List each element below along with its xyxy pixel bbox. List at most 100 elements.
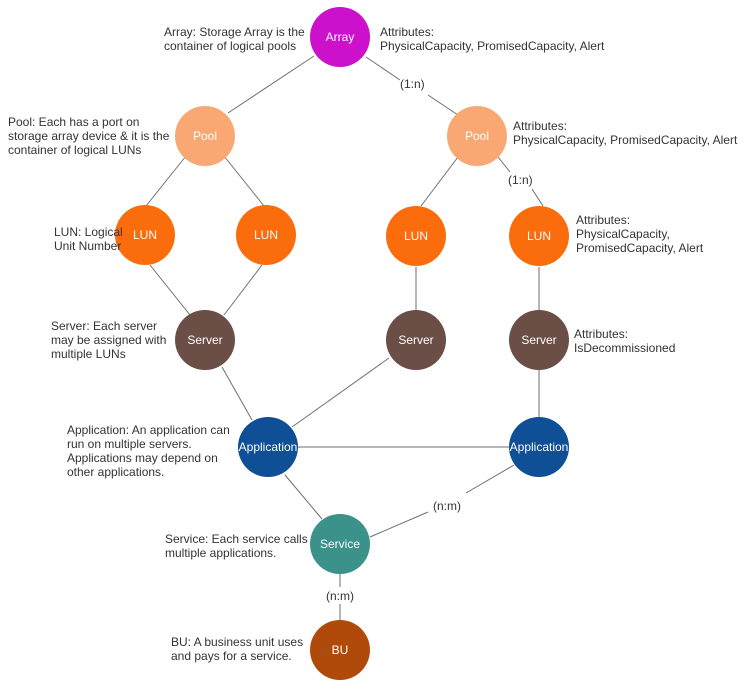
- edge-app-right-service-b: [369, 511, 429, 538]
- node-pool-right-circle: [447, 106, 507, 166]
- edge-label-array-pool: (1:n): [400, 77, 425, 91]
- annotation-line: Applications may depend on: [67, 451, 218, 465]
- node-lun-2[interactable]: LUN: [236, 205, 296, 265]
- node-pool-left[interactable]: Pool: [175, 106, 235, 166]
- annotation-line: IsDecommissioned: [574, 341, 675, 355]
- edge-array-pool-left: [227, 55, 315, 114]
- node-lun-3-label: LUN: [404, 229, 428, 243]
- annotation-line: and pays for a service.: [171, 649, 292, 663]
- node-server-right[interactable]: Server: [509, 310, 569, 370]
- node-lun-3-circle: [386, 206, 446, 266]
- annotation-server-description: Server: Each server may be assigned with…: [51, 319, 166, 361]
- node-service-label: Service: [320, 537, 360, 551]
- node-service-circle: [310, 514, 370, 574]
- edge-label-pool-lun: (1:n): [508, 173, 533, 187]
- annotation-line: Attributes:: [380, 25, 434, 39]
- node-lun-4-label: LUN: [527, 229, 551, 243]
- annotation-line: Array: Storage Array is the: [164, 25, 305, 39]
- annotation-application-description: Application: An application can run on m…: [67, 423, 230, 479]
- edge-pool-right-lun-3: [420, 156, 459, 207]
- edge-server-middle-app-left: [291, 357, 390, 428]
- annotation-service-description: Service: Each service calls multiple app…: [165, 532, 308, 560]
- edge-label-service-bu: (n:m): [326, 589, 354, 603]
- node-lun-1[interactable]: LUN: [115, 205, 175, 265]
- node-application-right-circle: [509, 417, 569, 477]
- node-application-right[interactable]: Application: [509, 417, 569, 477]
- annotation-lun-description: LUN: Logical Unit Number: [54, 225, 123, 253]
- node-bu-label: BU: [332, 643, 349, 657]
- node-lun-1-label: LUN: [133, 228, 157, 242]
- node-application-left[interactable]: Application: [238, 417, 298, 477]
- node-server-middle[interactable]: Server: [386, 310, 446, 370]
- annotation-line: multiple applications.: [165, 546, 276, 560]
- node-lun-1-circle: [115, 205, 175, 265]
- node-server-left-circle: [175, 310, 235, 370]
- node-bu-circle: [310, 620, 370, 680]
- node-array-label: Array: [326, 30, 355, 44]
- annotation-pool-description: Pool: Each has a port on storage array d…: [8, 115, 170, 157]
- node-server-left-label: Server: [187, 333, 222, 347]
- annotation-line: may be assigned with: [51, 333, 166, 347]
- annotation-pool-attributes: Attributes: PhysicalCapacity, PromisedCa…: [513, 119, 738, 147]
- node-server-right-label: Server: [521, 333, 556, 347]
- node-application-left-label: Application: [239, 440, 298, 454]
- edge-array-pool-right: [365, 56, 401, 81]
- annotation-line: LUN: Logical: [54, 225, 123, 239]
- edge-app-right-service-a: [465, 464, 515, 494]
- annotation-line: multiple LUNs: [51, 347, 126, 361]
- node-pool-left-label: Pool: [193, 129, 217, 143]
- annotation-line: other applications.: [67, 465, 164, 479]
- edge-label-app-service: (n:m): [433, 499, 461, 513]
- node-service[interactable]: Service: [310, 514, 370, 574]
- annotation-line: PhysicalCapacity,: [576, 227, 670, 241]
- annotation-line: BU: A business unit uses: [171, 635, 303, 649]
- annotation-line: Application: An application can: [67, 423, 230, 437]
- edge-pool-right-lun-4-a: [497, 156, 511, 173]
- node-lun-4-circle: [509, 206, 569, 266]
- node-server-right-circle: [509, 310, 569, 370]
- annotation-line: Service: Each service calls: [165, 532, 308, 546]
- edges: [145, 55, 544, 620]
- node-array[interactable]: Array: [310, 7, 370, 67]
- annotation-line: PromisedCapacity, Alert: [576, 241, 704, 255]
- edge-array-pool-right-2: [427, 94, 459, 116]
- edge-app-left-service: [284, 474, 323, 520]
- edge-labels: (1:n) (1:n) (n:m) (n:m): [326, 77, 533, 603]
- node-server-middle-circle: [386, 310, 446, 370]
- edge-lun-1-server-left: [149, 264, 191, 316]
- node-pool-right[interactable]: Pool: [447, 106, 507, 166]
- edge-pool-left-lun-2: [223, 155, 265, 207]
- annotation-server-attributes: Attributes: IsDecommissioned: [574, 327, 675, 355]
- node-application-right-label: Application: [510, 440, 569, 454]
- annotation-array-description: Array: Storage Array is the container of…: [164, 25, 305, 53]
- annotation-line: run on multiple servers.: [67, 437, 192, 451]
- annotation-bu-description: BU: A business unit uses and pays for a …: [171, 635, 303, 663]
- node-lun-2-circle: [236, 205, 296, 265]
- node-server-middle-label: Server: [398, 333, 433, 347]
- node-lun-3[interactable]: LUN: [386, 206, 446, 266]
- edge-pool-left-lun-1: [145, 155, 187, 207]
- edge-server-left-app-left: [221, 366, 253, 421]
- annotation-line: Attributes:: [513, 119, 567, 133]
- annotation-lun-attributes: Attributes: PhysicalCapacity, PromisedCa…: [576, 213, 704, 255]
- annotation-line: container of logical pools: [164, 39, 296, 53]
- annotation-line: container of logical LUNs: [8, 143, 141, 157]
- edge-lun-2-server-left: [223, 264, 263, 316]
- annotation-line: Pool: Each has a port on: [8, 115, 139, 129]
- annotation-line: PhysicalCapacity, PromisedCapacity, Aler…: [380, 39, 605, 53]
- node-lun-4[interactable]: LUN: [509, 206, 569, 266]
- annotation-line: PhysicalCapacity, PromisedCapacity, Aler…: [513, 133, 738, 147]
- node-array-circle: [310, 7, 370, 67]
- node-lun-2-label: LUN: [254, 228, 278, 242]
- annotation-line: Server: Each server: [51, 319, 157, 333]
- annotation-line: Unit Number: [54, 239, 121, 253]
- node-pool-left-circle: [175, 106, 235, 166]
- annotation-line: Attributes:: [576, 213, 630, 227]
- edge-pool-right-lun-4-b: [531, 188, 544, 207]
- annotation-array-attributes: Attributes: PhysicalCapacity, PromisedCa…: [380, 25, 605, 53]
- node-bu[interactable]: BU: [310, 620, 370, 680]
- node-application-left-circle: [238, 417, 298, 477]
- node-pool-right-label: Pool: [465, 129, 489, 143]
- node-server-left[interactable]: Server: [175, 310, 235, 370]
